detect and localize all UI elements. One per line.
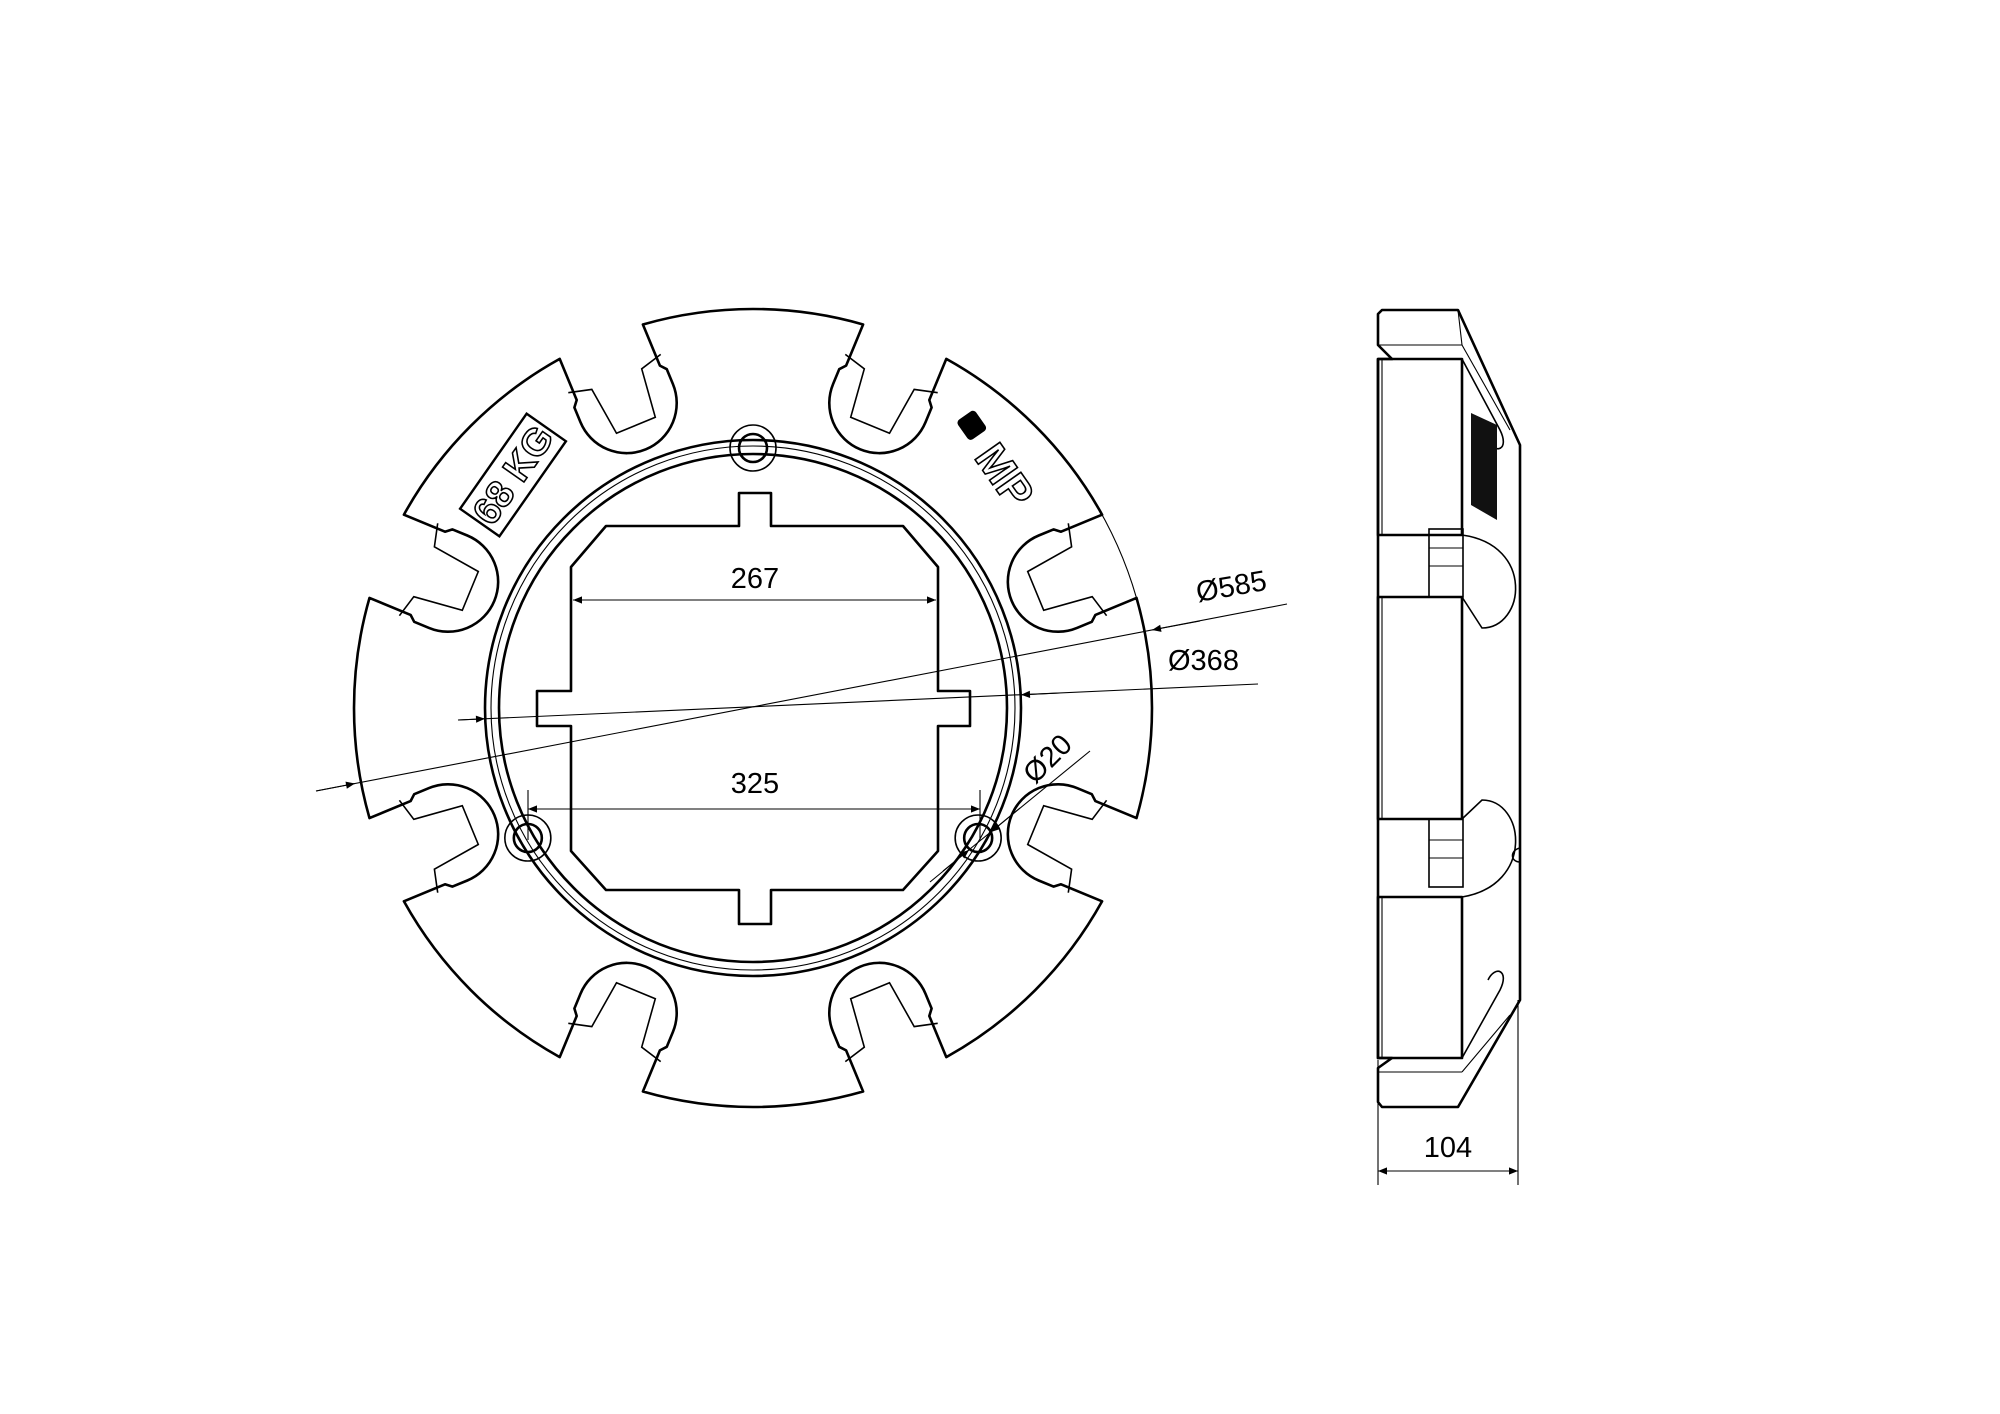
dim-text-hole-spacing: 325 xyxy=(731,768,779,800)
connector-lower xyxy=(1428,818,1464,888)
side-notch xyxy=(1511,847,1521,863)
ring-inner-edge xyxy=(497,452,1009,964)
plate-curve-bottom xyxy=(1461,970,1505,1059)
slot-inner-step xyxy=(844,353,938,435)
side-block-bottom xyxy=(1376,895,1464,1060)
weight-label: 68 KG xyxy=(458,412,568,538)
slot-inner-step xyxy=(568,353,662,435)
slot-curve-lower xyxy=(1461,799,1517,898)
slot-inner-step xyxy=(398,799,480,893)
ring-outer-edge xyxy=(483,438,1023,978)
bottom-plate-slant xyxy=(1461,1014,1511,1073)
arrow-20-upper xyxy=(990,807,1021,833)
hole-boss xyxy=(954,814,1002,862)
hole-boss xyxy=(729,424,777,472)
side-outline xyxy=(1376,308,1522,1109)
arrow-368-left xyxy=(457,715,486,723)
side-block-top xyxy=(1376,357,1464,537)
dim-text-hole-diameter: Ø20 xyxy=(1017,729,1078,790)
slot-curve-upper xyxy=(1461,534,1517,629)
ring-mid-edge xyxy=(490,445,1016,971)
front-view: 68 KG MP 267 325 Ø585 Ø368 Ø20 xyxy=(315,307,1288,1109)
slot-inner-step xyxy=(1026,799,1108,893)
dim-text-ring-diameter: Ø368 xyxy=(1168,645,1239,677)
top-plate-slant xyxy=(1461,344,1511,431)
slot-inner-step xyxy=(398,523,480,617)
connector-upper xyxy=(1428,528,1464,598)
side-block-middle xyxy=(1376,595,1464,821)
brand-logo-text: MP xyxy=(965,435,1043,517)
side-logo-emboss xyxy=(1471,413,1497,520)
arrow-585-right xyxy=(1151,620,1201,632)
side-view: 104 xyxy=(1376,308,1522,1185)
dim-text-inner-width: 267 xyxy=(731,563,779,595)
slot-inner-steps xyxy=(398,353,1108,1063)
logo-icon xyxy=(957,410,987,440)
top-plate-bevel xyxy=(1457,309,1463,346)
mounting-hole xyxy=(737,432,769,464)
center-cutout xyxy=(535,491,972,926)
weight-plate-outline xyxy=(352,307,1154,1109)
outer-diameter-extension-arc xyxy=(1094,502,1141,612)
dim-text-outer-diameter: Ø585 xyxy=(1194,565,1269,609)
dim-text-thickness: 104 xyxy=(1424,1132,1472,1164)
arrow-585-left xyxy=(315,781,356,792)
slot-inner-step xyxy=(844,981,938,1063)
slot-inner-step xyxy=(568,981,662,1063)
arrow-20-lower xyxy=(929,849,970,883)
leader-368 xyxy=(457,683,1259,721)
slot-inner-step xyxy=(1026,523,1108,617)
leader-585 xyxy=(315,603,1288,792)
arrow-368-right xyxy=(1020,690,1061,698)
mounting-hole xyxy=(962,822,994,854)
